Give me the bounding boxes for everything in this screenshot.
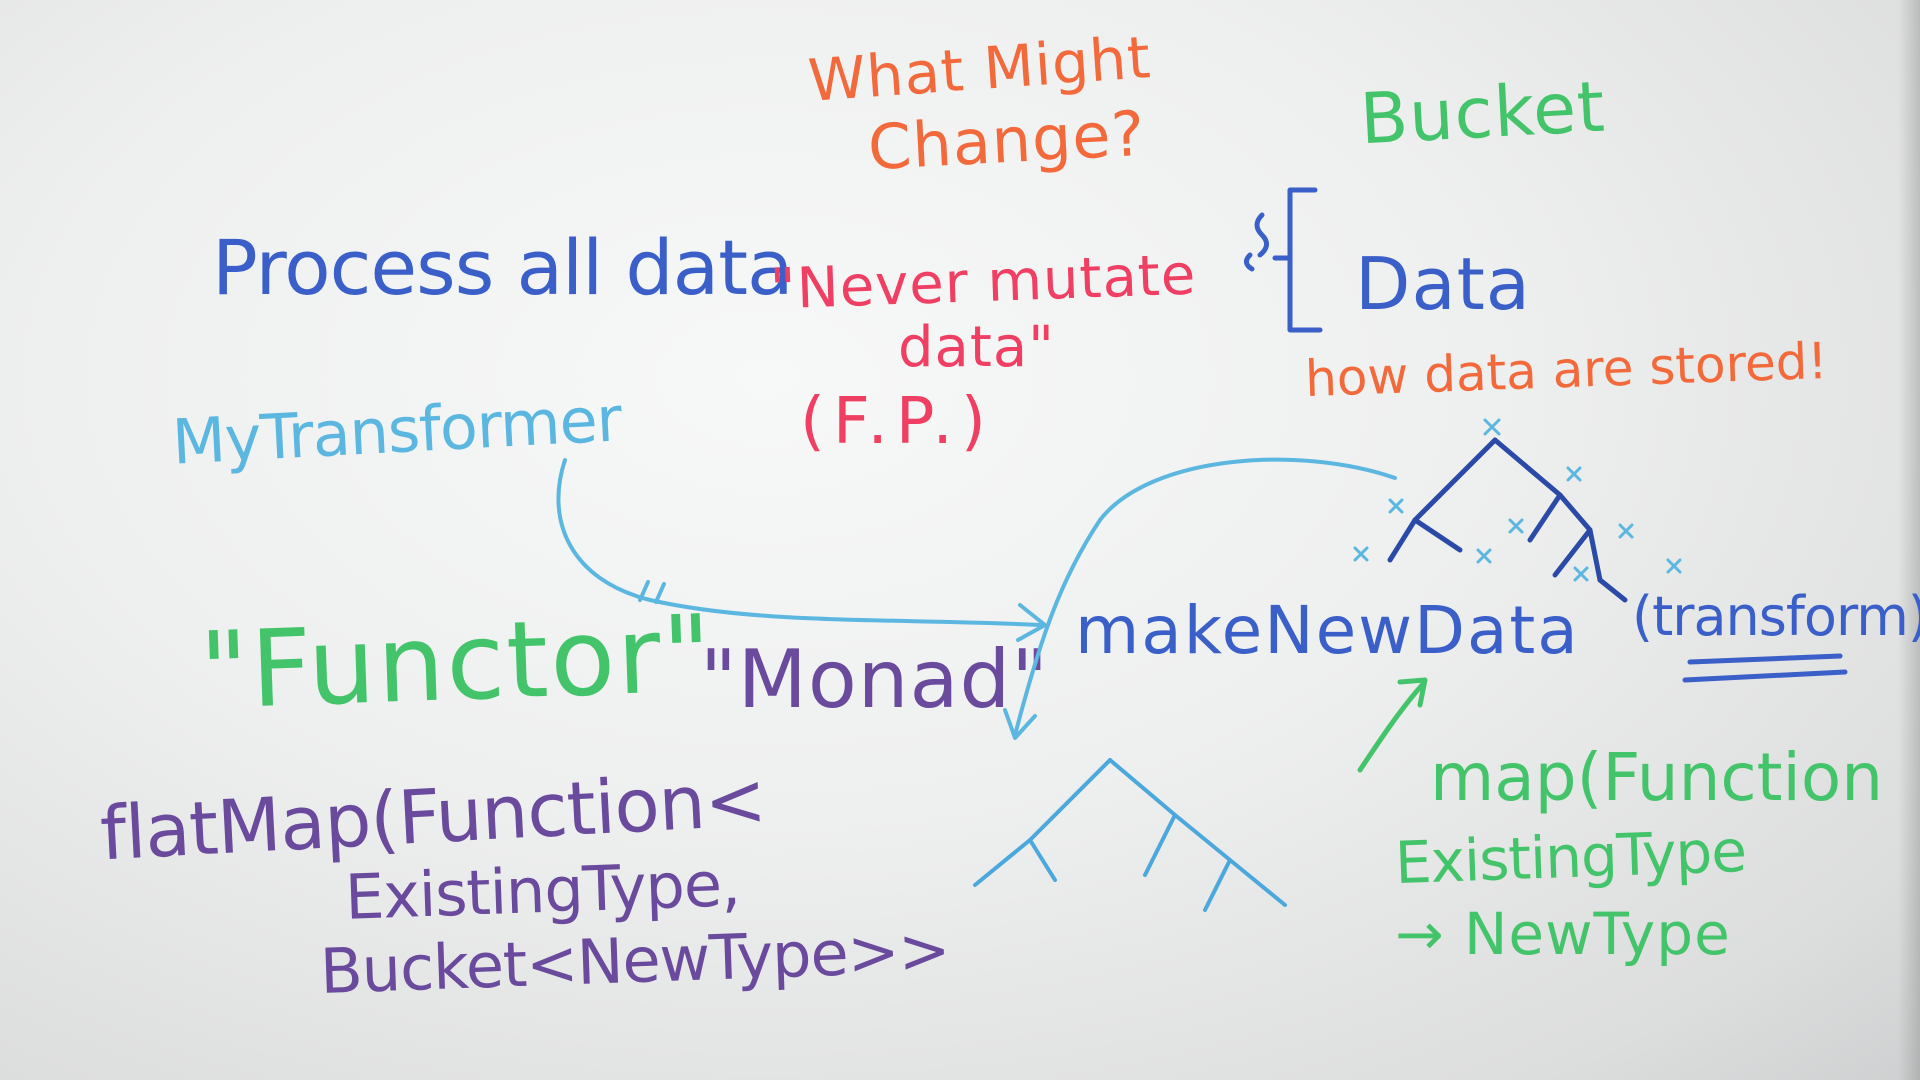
transformer-arrow [556,458,1047,642]
whiteboard-edge-shadow [1898,0,1920,1080]
process-all-data-text: Process all data [212,223,794,312]
transform-arg-text: (transform) [1632,585,1920,648]
monad-text: "Monad" [700,633,1050,726]
data-tree-new [973,758,1287,912]
data-tree-original [1387,437,1628,603]
tree-x-marks [1353,418,1682,582]
map-line3-text: → NewType [1395,900,1731,968]
tree-to-new-arrow [1003,457,1397,740]
make-new-data-text: makeNewData [1075,592,1580,669]
never-mutate-data-text: data" [898,315,1055,380]
transform-underline [1682,653,1848,683]
data-text: Data [1355,242,1531,326]
map-arrow [1357,677,1428,773]
fp-text: (F.P.) [800,385,994,459]
bucket-bracket [1244,187,1323,333]
map-line1-text: map(Function [1430,739,1884,816]
